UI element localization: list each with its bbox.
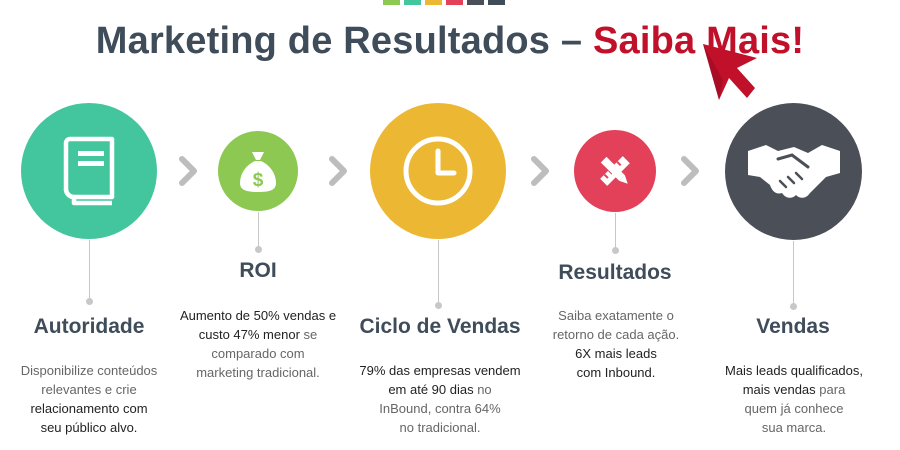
chevron-right-icon xyxy=(531,156,549,186)
description-line: sua marca. xyxy=(706,418,882,437)
description-emphasis: Aumento de 50% vendas e xyxy=(179,308,337,323)
pencil-ruler-icon xyxy=(600,156,630,186)
connector-line xyxy=(790,241,797,310)
svg-text:$: $ xyxy=(253,170,264,191)
ciclo-vendas-circle xyxy=(370,103,506,239)
description-text: no xyxy=(473,382,492,397)
description-line: 6X mais leads xyxy=(530,344,702,363)
description-text: comparado com xyxy=(211,346,305,361)
description-emphasis: relacionamento com xyxy=(30,401,148,416)
color-strip-segment xyxy=(383,0,400,5)
step-description-autoridade: Disponibilize conteúdos relevantes e crie… xyxy=(3,361,175,437)
step-heading-vendas: Vendas xyxy=(756,315,830,338)
color-strip-segment xyxy=(425,0,442,5)
chevron-right-icon xyxy=(179,156,197,186)
description-emphasis: seu público alvo. xyxy=(40,420,138,435)
description-emphasis: Mais leads qualificados, xyxy=(724,363,864,378)
color-strip-segment xyxy=(488,0,505,5)
resultados-circle xyxy=(574,130,656,212)
description-text: no tradicional. xyxy=(399,420,481,435)
description-emphasis: 6X mais leads xyxy=(575,346,657,361)
description-line: marketing tradicional. xyxy=(172,363,344,382)
title-main: Marketing de Resultados – xyxy=(95,20,593,62)
description-text: marketing tradicional. xyxy=(196,365,320,380)
description-line: em até 90 dias no xyxy=(352,380,528,399)
description-text: Saiba exatamente o xyxy=(558,308,674,323)
description-line: relacionamento com xyxy=(3,399,175,418)
description-text: quem já conhece xyxy=(744,401,844,416)
description-text: sua marca. xyxy=(761,420,827,435)
description-emphasis: em até 90 dias xyxy=(388,382,474,397)
description-text: Disponibilize conteúdos xyxy=(20,363,158,378)
color-strip-segment xyxy=(446,0,463,5)
connector-line xyxy=(435,240,442,309)
roi-circle: $ xyxy=(218,131,298,211)
step-heading-ciclo-vendas: Ciclo de Vendas xyxy=(359,315,521,338)
description-emphasis: 79% das empresas vendem xyxy=(359,363,521,378)
description-line: no tradicional. xyxy=(352,418,528,437)
description-text: relevantes e crie xyxy=(41,382,137,397)
description-line: relevantes e crie xyxy=(3,380,175,399)
description-text: InBound, contra 64% xyxy=(379,401,501,416)
description-line: custo 47% menor se xyxy=(172,325,344,344)
money-bag-icon: $ xyxy=(240,152,276,192)
color-strip-segment xyxy=(467,0,484,5)
chevron-right-icon xyxy=(329,156,347,186)
color-strip-segment xyxy=(404,0,421,5)
color-strip xyxy=(383,0,505,6)
step-description-resultados: Saiba exatamente o retorno de cada ação. 6… xyxy=(530,306,702,382)
description-emphasis: mais vendas xyxy=(742,382,816,397)
step-heading-roi: ROI xyxy=(239,259,277,282)
saiba-mais-link[interactable]: Saiba Mais! xyxy=(592,20,805,62)
page-title: Marketing de Resultados – Saiba Mais! xyxy=(0,20,900,63)
step-description-vendas: Mais leads qualificados, mais vendas para… xyxy=(706,361,882,437)
description-line: mais vendas para xyxy=(706,380,882,399)
description-line: InBound, contra 64% xyxy=(352,399,528,418)
description-emphasis: com Inbound. xyxy=(576,365,656,380)
description-text: para xyxy=(815,382,846,397)
description-line: 79% das empresas vendem xyxy=(352,361,528,380)
handshake-icon xyxy=(747,144,840,198)
description-emphasis: custo 47% menor xyxy=(198,327,300,342)
connector-line xyxy=(86,240,93,305)
description-text: retorno de cada ação. xyxy=(552,327,680,342)
connector-line xyxy=(255,212,262,253)
step-description-ciclo-vendas: 79% das empresas vendem em até 90 dias no… xyxy=(352,361,528,437)
description-line: Mais leads qualificados, xyxy=(706,361,882,380)
step-heading-autoridade: Autoridade xyxy=(33,315,145,338)
step-heading-resultados: Resultados xyxy=(558,261,672,284)
description-line: retorno de cada ação. xyxy=(530,325,702,344)
step-description-roi: Aumento de 50% vendas e custo 47% menor s… xyxy=(172,306,344,382)
description-line: Saiba exatamente o xyxy=(530,306,702,325)
book-icon xyxy=(63,136,115,206)
autoridade-circle xyxy=(21,103,157,239)
chevron-right-icon xyxy=(681,156,699,186)
connector-line xyxy=(612,213,619,254)
description-line: com Inbound. xyxy=(530,363,702,382)
clock-icon xyxy=(403,136,473,206)
description-line: Aumento de 50% vendas e xyxy=(172,306,344,325)
description-line: Disponibilize conteúdos xyxy=(3,361,175,380)
description-text: se xyxy=(299,327,318,342)
description-line: comparado com xyxy=(172,344,344,363)
description-line: quem já conhece xyxy=(706,399,882,418)
vendas-circle xyxy=(725,103,862,240)
description-line: seu público alvo. xyxy=(3,418,175,437)
cursor-arrow-icon xyxy=(703,44,757,100)
